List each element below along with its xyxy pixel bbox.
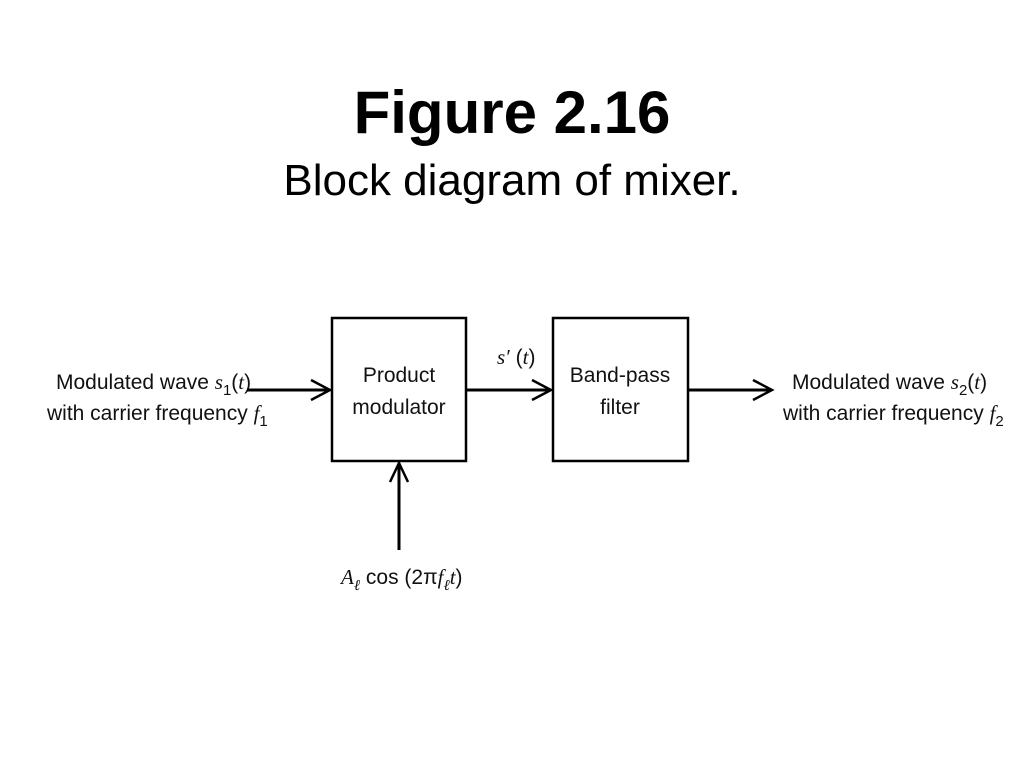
product-modulator-label-line2: modulator: [352, 396, 445, 419]
band-pass-filter-label-line1: Band-pass: [570, 364, 670, 387]
local-oscillator-label: Aℓ cos (2πfℓt): [339, 565, 463, 594]
figure-subtitle: Block diagram of mixer.: [283, 156, 741, 205]
input-label-line2: with carrier frequency f1: [46, 401, 268, 430]
band-pass-filter-block: [551, 316, 690, 463]
output-arrow: [688, 378, 775, 402]
input-label-line1: Modulated wave s1(t): [56, 370, 251, 399]
output-label-line1: Modulated wave s2(t): [792, 370, 987, 399]
product-modulator-block: [330, 316, 468, 463]
product-modulator-label-line1: Product: [363, 364, 436, 387]
figure-title: Figure 2.16: [353, 79, 671, 146]
input-arrow: [247, 378, 333, 402]
local-oscillator-arrow: [388, 460, 410, 550]
intermediate-signal-label: s′ (t): [497, 345, 535, 369]
band-pass-filter-label-line2: filter: [600, 396, 640, 419]
output-label-line2: with carrier frequency f2: [782, 401, 1004, 430]
intermediate-arrow: [466, 378, 554, 402]
